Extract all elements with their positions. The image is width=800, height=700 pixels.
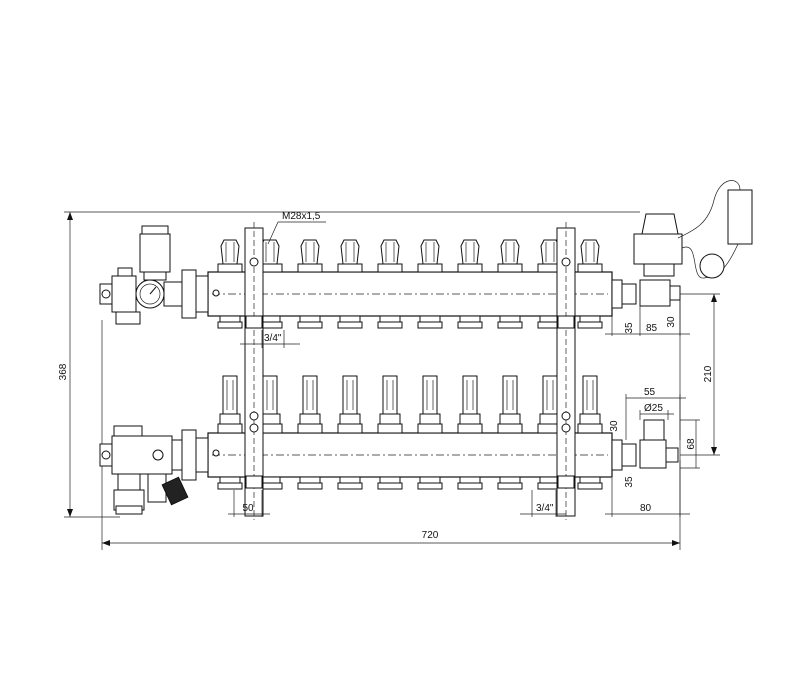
top-manifold (207, 239, 613, 329)
valve-cap-5 (377, 239, 403, 273)
valve-cap-3 (297, 239, 323, 273)
center-distance-label: 210 (703, 365, 714, 382)
top-right-dims: 35 85 30 (605, 300, 690, 336)
overall-height-dimension: 368 (58, 211, 640, 518)
top-left-assembly (99, 225, 209, 325)
bottom-outlet-4 (337, 476, 363, 490)
flowmeter-2 (257, 375, 283, 434)
union-nut-top (181, 269, 197, 319)
air-vent-cap (141, 225, 169, 235)
bottom-outlet-nuts (217, 476, 603, 490)
flowmeter-6 (417, 375, 443, 434)
thread-callout: M28x1,5 (267, 211, 326, 245)
bottom-outlet-8 (497, 476, 523, 490)
top-outlet-7 (457, 315, 483, 329)
valve-cap-9 (537, 239, 563, 273)
ball-valve-body (111, 275, 137, 313)
bottom-outlet-3 (297, 476, 323, 490)
thread-label: M28x1,5 (282, 211, 321, 222)
bottom-outlet-5 (377, 476, 403, 490)
overall-width-label: 720 (422, 530, 439, 541)
bottom-valve-body (639, 439, 667, 469)
top-right-85-label: 85 (646, 323, 658, 334)
flowmeter-10 (577, 375, 603, 434)
bottom-outlet-1 (217, 476, 243, 490)
left-mounting-bracket (244, 222, 264, 520)
outlet-thread-top-dim: 3/4" (240, 330, 300, 348)
bottom-bar-plug (212, 449, 220, 457)
bottom-outlet-7 (457, 476, 483, 490)
bottom-dims: 50 3/4" 80 (228, 460, 690, 517)
flowmeter-8 (497, 375, 523, 434)
bottom-right-assembly (611, 419, 679, 471)
overall-height-label: 368 (58, 363, 69, 380)
center-distance-dim: 210 (680, 293, 720, 456)
bottom-outlet-10 (577, 476, 603, 490)
flowmeter-4 (337, 375, 363, 434)
top-bar-plug (212, 289, 220, 297)
valve-cap-1 (217, 239, 243, 273)
bottom-right-80-label: 80 (640, 503, 652, 514)
top-outlet-3 (297, 315, 323, 329)
bottom-left-50-label: 50 (242, 503, 254, 514)
outlet-thread-top-label: 3/4" (264, 333, 282, 344)
valve-cap-10 (577, 239, 603, 273)
bottom-outlet-6 (417, 476, 443, 490)
bottom-valve-cap (643, 419, 665, 441)
valve-55-label: 55 (644, 387, 656, 398)
top-valve-body (639, 279, 671, 307)
bottom-right-dims: 55 Ø25 30 68 35 (609, 387, 700, 488)
flowmeters (217, 375, 603, 434)
valve-cap-6 (417, 239, 443, 273)
top-end-fitting (621, 283, 637, 305)
valve-cap-4 (337, 239, 363, 273)
thermal-actuator (633, 233, 683, 265)
flowmeter-1 (217, 375, 243, 434)
flowmeter-5 (377, 375, 403, 434)
top-outlet-8 (497, 315, 523, 329)
valve-handle-bottom (113, 425, 143, 437)
union-nut-bottom (181, 429, 197, 481)
bottom-left-assembly (99, 425, 209, 515)
top-right-30-label: 30 (666, 316, 677, 328)
top-outlet-4 (337, 315, 363, 329)
bottom-right-30-label: 30 (609, 420, 620, 432)
flowmeter-7 (457, 375, 483, 434)
drain-cap (161, 476, 189, 506)
air-vent-body (139, 233, 171, 273)
bottom-end-fitting (621, 443, 637, 467)
valve-dia-label: Ø25 (644, 403, 663, 414)
top-outlet-6 (417, 315, 443, 329)
top-valve-caps (217, 239, 603, 273)
top-right-35-label: 35 (624, 322, 635, 334)
flowmeter-3 (297, 375, 323, 434)
valve-cap-8 (497, 239, 523, 273)
top-right-assembly (611, 180, 753, 309)
outlet-thread-bottom-label: 3/4" (536, 503, 554, 514)
bottom-right-35-label: 35 (624, 476, 635, 488)
top-outlet-5 (377, 315, 403, 329)
top-outlet-nuts (217, 315, 603, 329)
valve-cap-7 (457, 239, 483, 273)
sensor-probe (727, 189, 753, 245)
right-mounting-bracket (556, 222, 576, 520)
bottom-manifold (207, 375, 613, 490)
top-outlet-10 (577, 315, 603, 329)
top-outlet-1 (217, 315, 243, 329)
valve-68-label: 68 (686, 438, 697, 450)
